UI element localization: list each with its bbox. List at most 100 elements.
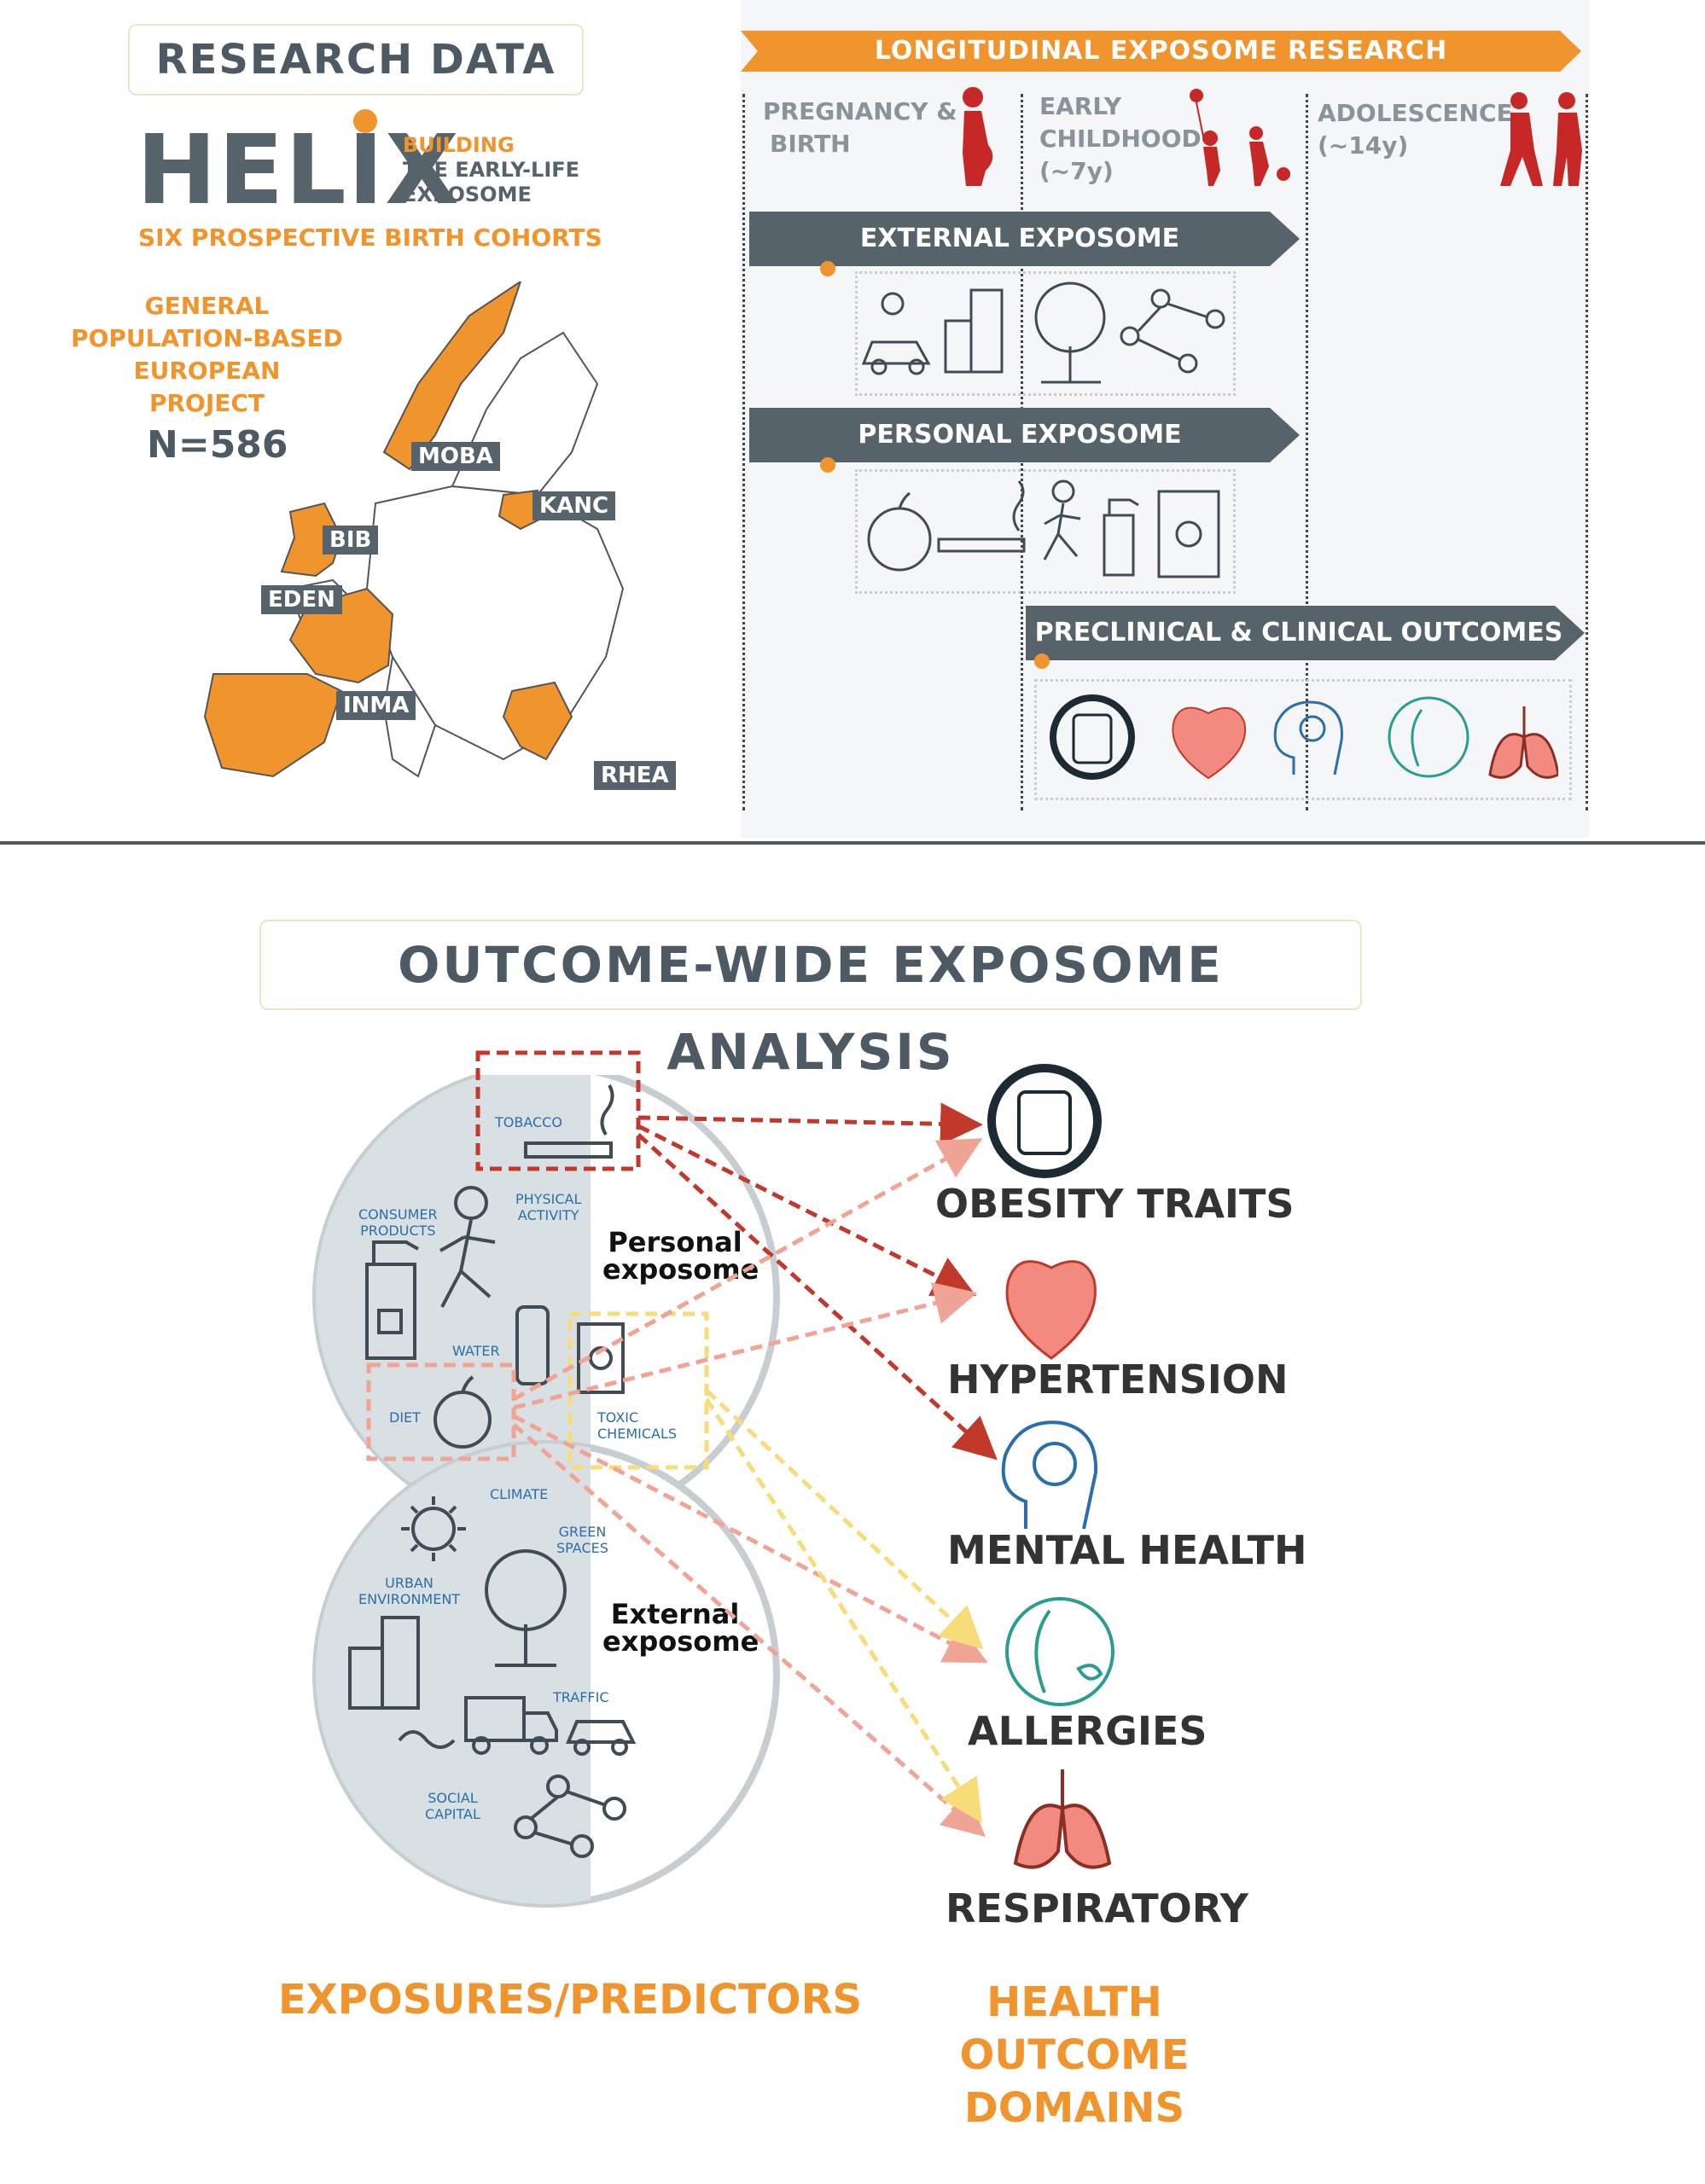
label-green-line-2: SPACES [556, 1540, 608, 1556]
outcomes-timeline-dot [1034, 653, 1050, 669]
stage-adolescence-label: ADOLESCENCE (~14y) [1318, 97, 1513, 162]
helix-logo-dot [353, 109, 377, 133]
outcome-icons-row [1050, 694, 1558, 780]
external-exposome-icons [861, 282, 1225, 384]
map-spain [203, 673, 343, 778]
outcome-mental-health-label: MENTAL HEALTH [947, 1527, 1307, 1573]
tree-icon [1034, 282, 1106, 384]
helix-subtitle: SIX PROSPECTIVE BIRTH COHORTS [138, 224, 602, 252]
label-toxic-line-1: TOXIC [597, 1409, 639, 1426]
apple-icon [867, 491, 932, 572]
scale-icon [1050, 694, 1135, 780]
stage-divider-1 [742, 94, 745, 810]
diet-highlight-box [366, 1362, 516, 1461]
cohort-tag-rhea: RHEA [594, 761, 676, 790]
sun-icon [401, 1496, 466, 1561]
outcome-allergies-label: ALLERGIES [968, 1708, 1207, 1754]
analysis-title: OUTCOME-WIDE EXPOSOME ANALYSIS [259, 920, 1362, 1081]
exposures-footer: EXPOSURES/PREDICTORS [278, 1976, 863, 2024]
stage-pregnancy-line-1: PREGNANCY & [763, 97, 957, 125]
runner-icon-large [439, 1186, 496, 1308]
heart-icon [1172, 706, 1247, 780]
stage-pregnancy-line-2: BIRTH [770, 130, 851, 158]
helix-logo-text: HELIX [137, 115, 461, 213]
spray-bottle-icon [1103, 498, 1139, 577]
stage-pregnancy-label: PREGNANCY & BIRTH [763, 96, 957, 160]
cohort-tag-moba: MOBA [411, 442, 500, 471]
health-footer-line-2: DOMAINS [963, 2084, 1185, 2132]
pregnant-woman-icon [963, 87, 993, 186]
label-green-line-1: GREEN [558, 1524, 607, 1540]
label-consumer-line-2: PRODUCTS [360, 1223, 436, 1239]
children-playing-icon [1190, 89, 1290, 186]
label-physical-activity: PHYSICAL ACTIVITY [515, 1191, 581, 1223]
label-social-capital: SOCIAL CAPITAL [425, 1790, 480, 1822]
association-arrows [366, 1050, 998, 1838]
wind-icon [398, 1730, 456, 1749]
truck-icon [464, 1696, 558, 1755]
label-social-line-1: SOCIAL [428, 1790, 478, 1806]
stage-adolescence-line-1: ADOLESCENCE [1318, 99, 1513, 127]
timeline-banner [741, 31, 1581, 72]
label-diet: DIET [389, 1409, 421, 1426]
apple-icon-large [434, 1375, 492, 1449]
brain-head-icon [1273, 700, 1343, 775]
car-icon [566, 1720, 637, 1756]
outcome-scale-icon [987, 1064, 1102, 1178]
label-consumer-line-1: CONSUMER [358, 1206, 438, 1223]
arrow-tobacco-hypertension [637, 1124, 976, 1296]
tree-icon-large [485, 1549, 567, 1667]
research-data-title: RESEARCH DATA [128, 24, 584, 96]
personal-timeline-dot [820, 457, 835, 473]
stage-childhood-line-2: CHILDHOOD [1039, 125, 1202, 153]
tobacco-icon [524, 1084, 614, 1159]
label-urban-line-2: ENVIRONMENT [358, 1591, 461, 1607]
water-bottle-icon [515, 1305, 550, 1385]
label-physical-line-1: PHYSICAL [515, 1191, 582, 1207]
health-outcomes-footer: HEALTH OUTCOME DOMAINS [874, 1976, 1275, 2135]
description-line-4: PROJECT [148, 389, 265, 417]
social-network-icon [1120, 288, 1225, 374]
arrow-diet-respiratory [512, 1423, 986, 1838]
external-exposome-banner [749, 212, 1300, 266]
project-description: GENERAL POPULATION-BASED EUROPEAN PROJEC… [68, 290, 346, 420]
personal-icons-box [855, 469, 1236, 594]
description-line-3: EUROPEAN [133, 357, 281, 385]
lungs-icon [1488, 706, 1558, 779]
outcome-brain-icon [1001, 1420, 1098, 1530]
timeline-banner-label: LONGITUDINAL EXPOSOME RESEARCH [874, 36, 1448, 66]
europe-map [203, 282, 625, 778]
teenagers-icon [1500, 92, 1582, 186]
external-exposome-label: EXTERNAL EXPOSOME [859, 224, 1180, 253]
stage-divider-4 [1586, 94, 1588, 810]
arrow-toxic-respiratory [704, 1397, 982, 1823]
outcome-obesity-label: OBESITY TRAITS [935, 1181, 1295, 1227]
cohort-tag-inma: INMA [336, 691, 416, 720]
outcome-icons-box [1034, 679, 1572, 800]
helix-tagline: BUILDING THE EARLY-LIFE EXPOSOME [403, 133, 579, 207]
arrow-diet-obesity [512, 1138, 983, 1402]
cohort-tag-bib: BIB [323, 526, 379, 555]
tobacco-highlight-box [475, 1050, 641, 1171]
helix-logo: HELIX [137, 102, 597, 226]
arrow-tobacco-mental [637, 1133, 998, 1461]
description-line-1: GENERAL [144, 292, 270, 320]
outcomes-banner [1026, 606, 1585, 660]
external-icons-box [855, 271, 1236, 396]
cohort-tag-kanc: KANC [532, 491, 616, 520]
outcome-heart-icon [1005, 1260, 1097, 1360]
map-cohort-countries [203, 282, 573, 778]
stage-childhood-label: EARLY CHILDHOOD (~7y) [1039, 90, 1202, 188]
external-exposome-circle-label: External exposome [602, 1600, 759, 1655]
buildings-icon [944, 288, 1004, 374]
exposome-circles [312, 1075, 780, 1908]
arrow-diet-allergies [512, 1414, 988, 1664]
personal-exposome-banner [749, 408, 1300, 462]
personal-exposome-circle-label: Personal exposome [602, 1228, 759, 1283]
label-climate: CLIMATE [490, 1486, 549, 1502]
label-consumer-products: CONSUMER PRODUCTS [358, 1206, 438, 1239]
label-traffic: TRAFFIC [553, 1689, 609, 1705]
outcome-hypertension-label: HYPERTENSION [947, 1356, 1289, 1403]
outcome-allergy-icon [1005, 1597, 1114, 1706]
arrow-toxic-allergies [705, 1389, 984, 1650]
